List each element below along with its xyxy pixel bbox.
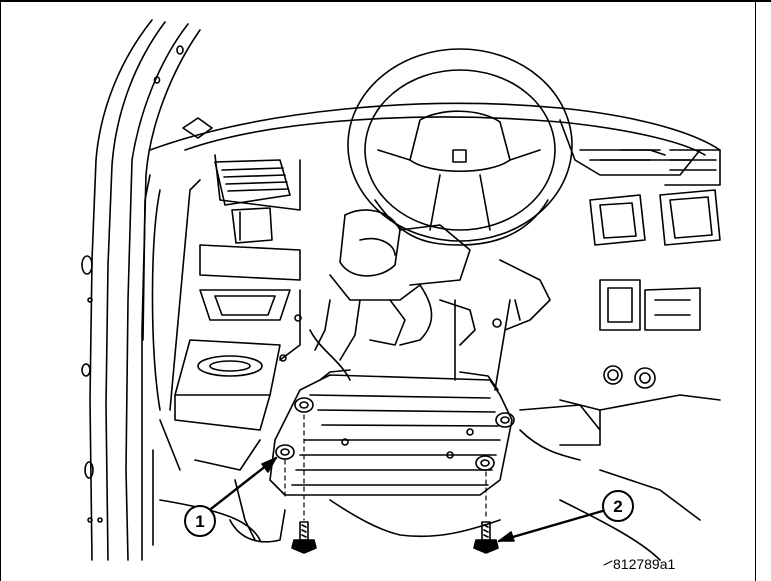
bolt-alignment-lines	[284, 414, 487, 521]
steering-wheel	[347, 48, 573, 246]
figure-id: 812789a1	[613, 556, 676, 572]
callout-1-label: 1	[195, 512, 204, 531]
left-lower-panel	[159, 244, 301, 471]
callout-1: 1	[184, 456, 278, 537]
figure-id-leader	[603, 560, 613, 566]
mounting-bracket	[269, 369, 515, 496]
left-border	[0, 0, 1, 581]
floor	[159, 469, 701, 561]
steering-column	[279, 209, 551, 391]
center-stack	[519, 149, 721, 461]
a-pillar	[81, 19, 201, 561]
callout-2: 2	[497, 490, 634, 543]
top-border	[0, 0, 771, 2]
bolt-left	[291, 521, 317, 554]
callout-2-label: 2	[613, 497, 622, 516]
left-vent	[214, 159, 291, 244]
right-border	[755, 0, 756, 581]
dash-top	[149, 102, 721, 211]
bolt-right	[473, 521, 499, 554]
